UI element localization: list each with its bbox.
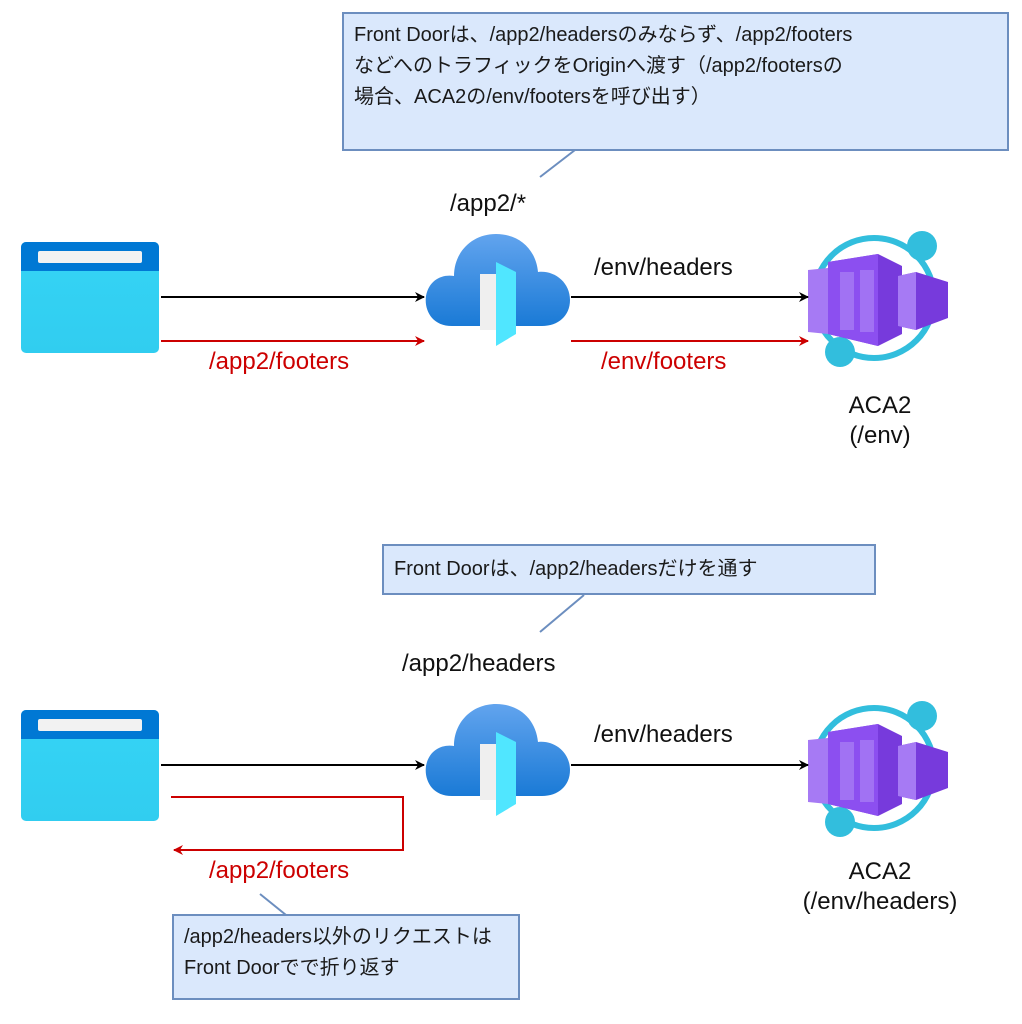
azure-front-door-icon (425, 234, 570, 346)
bottom-scenario (21, 594, 948, 916)
aca-path-label: (/env) (849, 422, 911, 449)
aca-name-label: ACA2 (848, 858, 912, 885)
frontdoor-route-label: /app2/* (450, 190, 527, 217)
browser-window-icon (21, 242, 159, 353)
red-flow-label: /env/footers (601, 348, 727, 375)
frontdoor-route-label: /app2/headers (402, 650, 556, 677)
red-flow-label: /app2/footers (209, 348, 350, 375)
bottom-note: Front Doorは、/app2/headersだけを通す (382, 544, 876, 595)
azure-container-apps-icon (808, 701, 948, 837)
rejected-flow-label: /app2/footers (209, 857, 350, 884)
azure-container-apps-icon (808, 231, 948, 367)
black-flow-label: /env/headers (594, 721, 733, 748)
top-scenario (21, 149, 948, 367)
top-note: Front Doorは、/app2/headersのみならず、/app2/foo… (342, 12, 1009, 151)
aca-path-label: (/env/headers) (802, 888, 958, 915)
rejected-note: /app2/headers以外のリクエストは Front Doorでで折り返す (172, 914, 520, 1000)
aca-name-label: ACA2 (848, 392, 912, 419)
azure-front-door-icon (425, 704, 570, 816)
flow-rejected-return (171, 796, 404, 855)
black-flow-label: /env/headers (594, 254, 733, 281)
browser-window-icon (21, 710, 159, 821)
note-callout-line (539, 149, 576, 178)
note-callout-line (259, 893, 287, 916)
note-callout-line (539, 594, 585, 633)
